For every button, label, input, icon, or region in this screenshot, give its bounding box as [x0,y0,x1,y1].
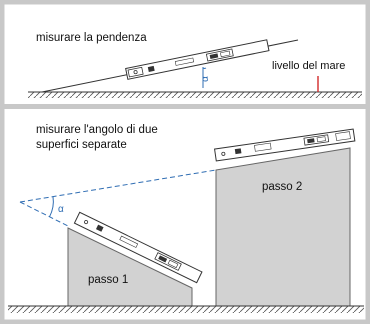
step2-extension-dashed [19,169,217,203]
two-surfaces-caption-line1: misurare l'angolo di due [36,124,158,136]
step2-block [215,147,351,307]
panel-divider [4,104,366,109]
slope-ground-hatch [28,92,362,98]
two-surfaces-panel: misurare l'angolo di due superfici separ… [8,124,364,313]
step1-extension-dashed [19,201,69,227]
step1-label: passo 1 [88,274,128,286]
slope-angle-symbol: α [200,76,211,82]
inclinometer-step2 [214,128,356,162]
step2-label: passo 2 [262,181,302,193]
separated-angle-symbol: α [58,204,64,215]
two-surfaces-caption-line2: superfici separate [36,139,127,151]
inclinometer-step1 [73,211,203,284]
sea-level-label: livello del mare [272,60,345,72]
slope-caption: misurare la pendenza [36,32,147,44]
separated-angle-arc [49,196,54,218]
bottom-ground-hatch [8,306,364,313]
slope-panel: misurare la pendenza α livello del mare [28,32,362,98]
inclinometer-top [125,39,270,80]
